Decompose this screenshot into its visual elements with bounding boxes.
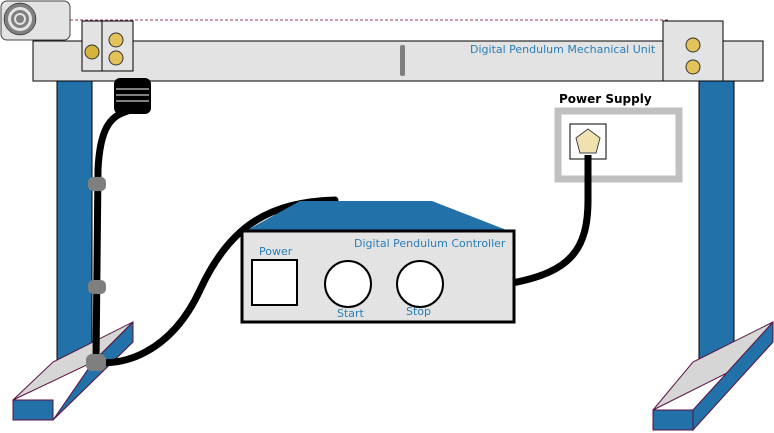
power-button[interactable] — [251, 259, 298, 306]
encoder-disc[interactable] — [0, 0, 71, 41]
left-carriage — [81, 20, 134, 72]
left-leg — [56, 79, 93, 363]
cable-clip — [88, 177, 106, 191]
right-foot — [652, 320, 774, 432]
cable-clip — [88, 280, 106, 294]
stop-button-label: Stop — [406, 305, 431, 318]
start-button-label: Start — [337, 307, 365, 320]
stop-button[interactable] — [396, 260, 444, 308]
center-marker — [400, 45, 405, 76]
knob — [108, 32, 124, 48]
right-carriage — [662, 20, 724, 82]
plug-pentagon-icon — [575, 128, 601, 154]
controller-title: Digital Pendulum Controller — [354, 237, 506, 250]
start-button[interactable] — [324, 260, 372, 308]
power-supply-label: Power Supply — [559, 92, 652, 106]
motor-connector — [114, 78, 151, 114]
mechanical-unit-label: Digital Pendulum Mechanical Unit — [470, 43, 656, 56]
cable-clip — [86, 354, 106, 371]
power-button-label: Power — [259, 245, 293, 258]
power-cable — [511, 155, 592, 287]
top-beam — [32, 40, 764, 82]
knob — [108, 50, 124, 66]
knob — [685, 59, 701, 75]
knob — [685, 37, 701, 53]
knob — [84, 44, 100, 60]
motor-cable — [92, 106, 339, 367]
right-leg — [698, 79, 735, 363]
